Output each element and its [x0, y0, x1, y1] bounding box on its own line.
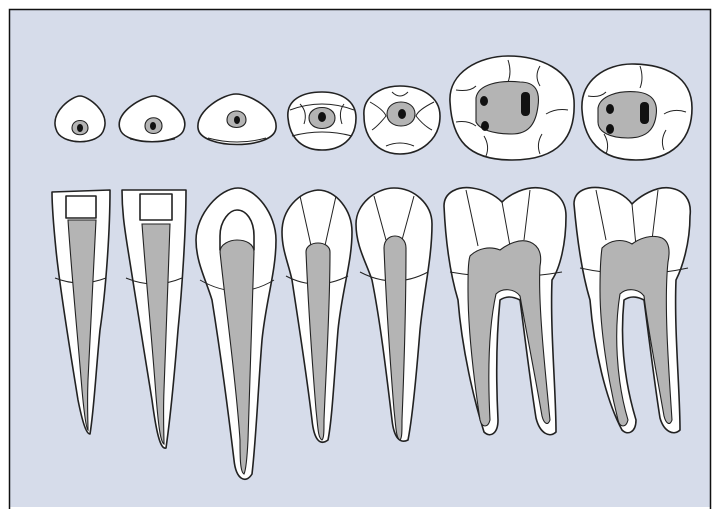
occlusal-view-molar-1 [450, 56, 574, 160]
occlusal-view-molar-2 [582, 64, 692, 160]
occlusal-view-premolar-2 [364, 86, 440, 154]
occlusal-view-premolar-1 [288, 92, 356, 150]
